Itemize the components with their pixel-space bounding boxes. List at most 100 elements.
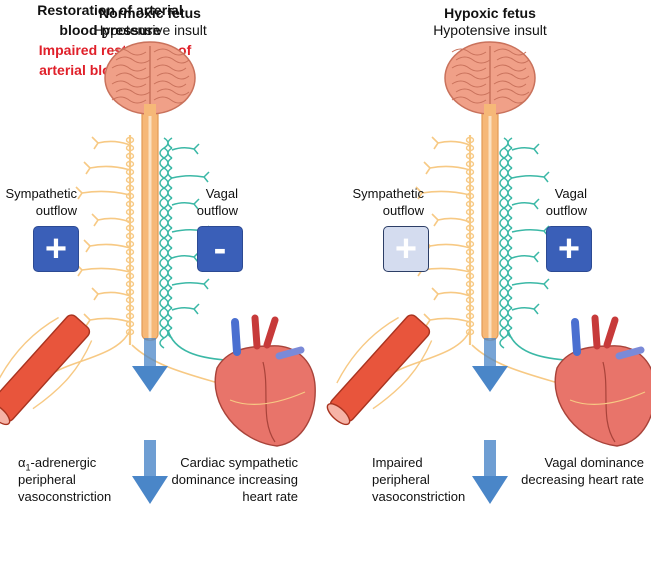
vagal-branch (171, 303, 200, 315)
vagal-branch (511, 278, 550, 290)
vagal-branch (511, 251, 540, 263)
sympathetic-branch (423, 313, 471, 327)
vagal-strand (507, 147, 513, 159)
brain-gyrus (156, 72, 190, 80)
brain-gyrus (111, 80, 147, 88)
sympathetic-branch (83, 161, 131, 175)
left-vessel-caption: α1-adrenergic peripheral vasoconstrictio… (18, 454, 148, 505)
sympathetic-ganglion (465, 232, 475, 240)
vagal-strand (167, 247, 173, 259)
vagal-strand (167, 207, 173, 219)
vagal-strand (167, 237, 173, 249)
vagal-strand (507, 207, 513, 219)
alpha-subscript: 1 (25, 462, 31, 473)
vagal-strand (507, 197, 513, 209)
vessel-lumen (0, 403, 11, 426)
brain-gyrus (115, 56, 151, 64)
sympathetic-ganglion (125, 184, 135, 192)
vagal-strand (167, 227, 173, 239)
brain-gyrus (493, 80, 527, 88)
result-arrow-head (132, 476, 168, 504)
vagal-strand (507, 157, 513, 169)
vagal-branch (171, 171, 210, 183)
sympathetic-branch (91, 213, 131, 227)
sympathetic-ganglion (465, 264, 475, 272)
vagal-heart-nerve (167, 329, 226, 361)
sympathetic-ganglion (125, 256, 135, 264)
spinal-arrow-head (132, 366, 168, 392)
brain-gyrus (115, 72, 151, 80)
vagal-branch (511, 303, 540, 315)
sympathetic-ganglion (125, 208, 135, 216)
sympathetic-ganglion (125, 176, 135, 184)
vagal-branch (171, 251, 200, 263)
sympathetic-ganglion (125, 312, 135, 320)
brain-gyrus (153, 96, 187, 104)
sympathetic-branch (91, 136, 131, 150)
sympathetic-ganglion (465, 248, 475, 256)
vagal-strand (507, 317, 513, 329)
spinal-arrow-shaft (144, 338, 156, 370)
sympathetic-ganglion (125, 272, 135, 280)
heart-pulmonary-artery (275, 346, 305, 360)
sympathetic-ganglion (465, 192, 475, 200)
sympathetic-ganglion (125, 192, 135, 200)
sympathetic-ganglion (465, 256, 475, 264)
vagal-strand (167, 277, 173, 289)
sympathetic-ganglion (465, 240, 475, 248)
vagal-strand (167, 167, 173, 179)
vagal-branch (511, 198, 540, 210)
vagal-strand (507, 247, 513, 259)
panel-hypoxic (326, 41, 651, 504)
heart-aorta (251, 314, 279, 350)
sympathetic-branch (431, 136, 471, 150)
sympathetic-ganglion (465, 208, 475, 216)
sympathetic-ganglion (465, 176, 475, 184)
sympathetic-ganglion (125, 296, 135, 304)
result-arrow-shaft (484, 440, 496, 478)
sympathetic-branch (91, 287, 131, 301)
vagal-branch (171, 198, 200, 210)
vagal-strand (167, 187, 173, 199)
brain-gyrus (455, 56, 491, 64)
vessel-nerve-wrap (336, 316, 433, 410)
brain-gyrus (111, 96, 147, 104)
result-arrow-head (472, 476, 508, 504)
vagal-branch (171, 278, 210, 290)
vagal-strand (507, 187, 513, 199)
right-sympathetic-label: Sympathetic outflow (352, 186, 424, 218)
vagal-strand (507, 307, 513, 319)
sympathetic-ganglion (125, 136, 135, 144)
sympathetic-branch (75, 186, 131, 200)
blood-vessel (326, 314, 433, 426)
sympathetic-ganglion (465, 296, 475, 304)
vagal-strand (507, 217, 513, 229)
vagal-strand (507, 277, 513, 289)
brain-gyrus (451, 48, 487, 56)
vessel-nerve-wrap (0, 316, 93, 410)
right-title: Hypoxic fetus (444, 5, 536, 21)
vagal-strand (507, 297, 513, 309)
vagal-strand (167, 137, 173, 149)
vagal-strand (167, 287, 173, 299)
brain-stem (144, 104, 156, 116)
sympathetic-ganglion (125, 144, 135, 152)
sympathetic-ganglion (125, 280, 135, 288)
left-result: Restoration of arterial blood pressure (37, 2, 183, 38)
brain-gyrus (156, 88, 190, 96)
sympathetic-ganglion (465, 224, 475, 232)
sympathetic-branch (431, 287, 471, 301)
heart-septum (262, 361, 276, 443)
vagal-branch (171, 143, 200, 155)
left-vagal-minus-sign: - (197, 226, 243, 272)
vagal-strand (507, 257, 513, 269)
sympathetic-ganglion (125, 232, 135, 240)
brain-gyrus (156, 56, 190, 64)
vagal-strand (507, 227, 513, 239)
vagal-strand (167, 157, 173, 169)
vagal-strand (507, 267, 513, 279)
sympathetic-ganglion (465, 280, 475, 288)
sympathetic-branch (83, 313, 131, 327)
sympathetic-ganglion (465, 184, 475, 192)
sympathetic-ganglion (125, 288, 135, 296)
